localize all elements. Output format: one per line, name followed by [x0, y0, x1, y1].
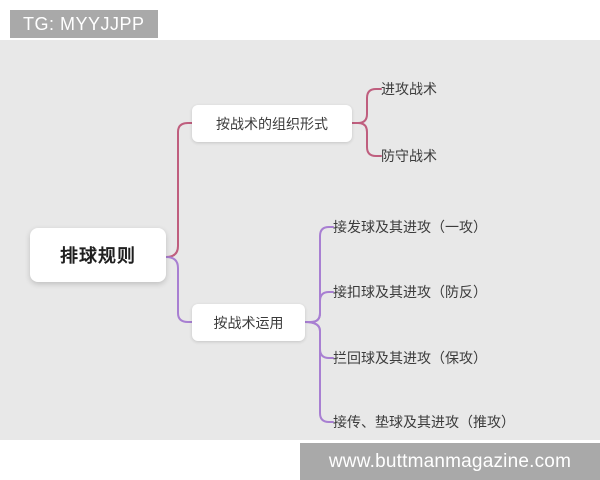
leaf-node-serve-receive-attack[interactable]: 接发球及其进攻（一攻） — [333, 219, 487, 235]
watermark-telegram: TG: MYYJJPP — [10, 10, 158, 38]
branch-node-tactic-organization[interactable]: 按战术的组织形式 — [192, 105, 352, 142]
branch-node-label: 按战术的组织形式 — [216, 115, 328, 132]
leaf-node-spike-receive-attack[interactable]: 接扣球及其进攻（防反） — [333, 284, 487, 300]
leaf-node-defense-tactics[interactable]: 防守战术 — [381, 148, 437, 164]
branch-node-tactic-application[interactable]: 按战术运用 — [192, 304, 305, 341]
watermark-website: www.buttmanmagazine.com — [300, 443, 600, 480]
leaf-node-pass-dig-attack[interactable]: 接传、垫球及其进攻（推攻） — [333, 414, 515, 430]
root-node-label: 排球规则 — [60, 246, 136, 266]
root-node-volleyball-rules[interactable]: 排球规则 — [30, 228, 166, 282]
leaf-node-offense-tactics[interactable]: 进攻战术 — [381, 81, 437, 97]
leaf-node-block-return-attack[interactable]: 拦回球及其进攻（保攻） — [333, 350, 487, 366]
branch-node-label: 按战术运用 — [213, 314, 284, 331]
